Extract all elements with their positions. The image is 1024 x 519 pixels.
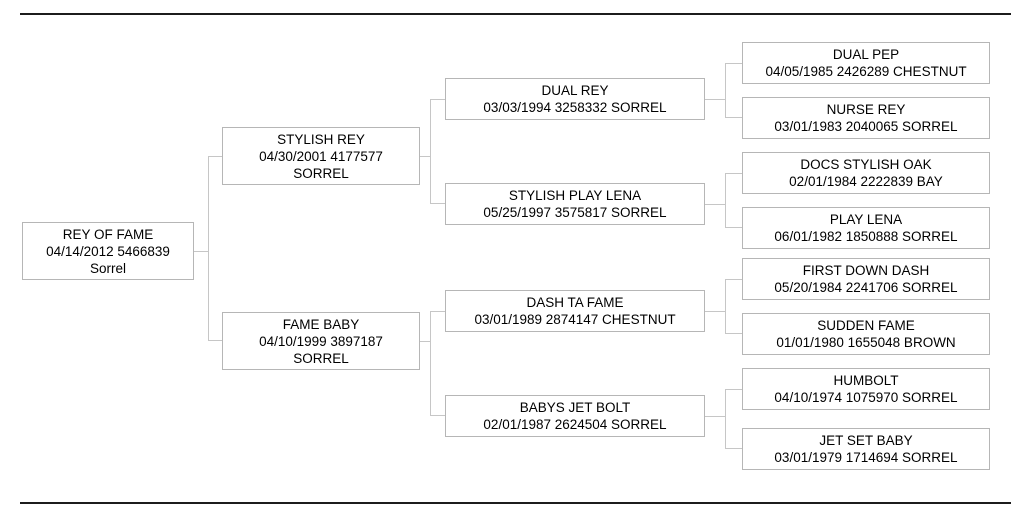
horse-name: STYLISH REY — [277, 131, 365, 147]
horse-info: 04/10/1974 1075970 SORREL — [774, 390, 958, 405]
horse-name: FIRST DOWN DASH — [802, 263, 930, 278]
horse-name: HUMBOLT — [833, 373, 899, 388]
pedigree-box-dash-ta-fame: DASH TA FAME 03/01/1989 2874147 CHESTNUT — [445, 290, 705, 332]
horse-info: 03/01/1983 2040065 SORREL — [774, 119, 958, 134]
horse-reg: 04/30/2001 4177577 — [259, 148, 383, 164]
horse-info: 03/03/1994 3258332 SORREL — [483, 100, 667, 115]
horse-color: SORREL — [293, 350, 349, 366]
horse-info: 06/01/1982 1850888 SORREL — [774, 229, 958, 244]
connector-stub-root — [194, 251, 209, 252]
connector-stub-babys-jet-bolt — [705, 416, 726, 417]
pedigree-box-sudden-fame: SUDDEN FAME 01/01/1980 1655048 BROWN — [742, 313, 990, 355]
pedigree-box-dual-pep: DUAL PEP 04/05/1985 2426289 CHESTNUT — [742, 42, 990, 84]
connector-bracket-dual-rey — [725, 63, 742, 118]
horse-name: BABYS JET BOLT — [519, 400, 631, 415]
horse-name: PLAY LENA — [829, 212, 903, 227]
connector-stub-stylish-rey — [420, 156, 431, 157]
horse-info: 02/01/1984 2222839 BAY — [789, 174, 943, 189]
horse-info: 05/25/1997 3575817 SORREL — [483, 205, 667, 220]
bottom-rule — [20, 502, 1011, 504]
pedigree-box-fame-baby: FAME BABY 04/10/1999 3897187 SORREL — [222, 312, 420, 370]
horse-name: DOCS STYLISH OAK — [800, 157, 932, 172]
pedigree-box-first-down-dash: FIRST DOWN DASH 05/20/1984 2241706 SORRE… — [742, 258, 990, 300]
horse-color: SORREL — [293, 165, 349, 181]
pedigree-box-babys-jet-bolt: BABYS JET BOLT 02/01/1987 2624504 SORREL — [445, 395, 705, 437]
pedigree-box-stylish-play-lena: STYLISH PLAY LENA 05/25/1997 3575817 SOR… — [445, 183, 705, 225]
horse-name: SUDDEN FAME — [817, 318, 915, 333]
connector-bracket-fame-baby — [430, 311, 445, 416]
horse-color: Sorrel — [89, 260, 126, 276]
horse-name: JET SET BABY — [819, 433, 913, 448]
pedigree-box-jet-set-baby: JET SET BABY 03/01/1979 1714694 SORREL — [742, 428, 990, 470]
horse-info: 05/20/1984 2241706 SORREL — [774, 280, 958, 295]
pedigree-box-docs-stylish-oak: DOCS STYLISH OAK 02/01/1984 2222839 BAY — [742, 152, 990, 194]
connector-bracket-dash-ta-fame — [725, 279, 742, 334]
pedigree-box-rey-of-fame: REY OF FAME 04/14/2012 5466839 Sorrel — [22, 222, 194, 280]
pedigree-box-play-lena: PLAY LENA 06/01/1982 1850888 SORREL — [742, 207, 990, 249]
pedigree-box-dual-rey: DUAL REY 03/03/1994 3258332 SORREL — [445, 78, 705, 120]
pedigree-box-stylish-rey: STYLISH REY 04/30/2001 4177577 SORREL — [222, 127, 420, 185]
horse-name: DUAL REY — [541, 83, 609, 98]
horse-info: 03/01/1979 1714694 SORREL — [774, 450, 958, 465]
horse-reg: 04/14/2012 5466839 — [46, 243, 170, 259]
connector-stub-dash-ta-fame — [705, 311, 726, 312]
connector-stub-fame-baby — [420, 341, 431, 342]
horse-name: STYLISH PLAY LENA — [508, 188, 642, 203]
horse-reg: 04/10/1999 3897187 — [259, 333, 383, 349]
connector-bracket-stylish-rey — [430, 99, 445, 204]
horse-name: DUAL PEP — [832, 47, 900, 62]
connector-bracket-root — [208, 156, 222, 341]
horse-info: 01/01/1980 1655048 BROWN — [776, 335, 956, 350]
horse-name: REY OF FAME — [62, 226, 154, 242]
pedigree-box-nurse-rey: NURSE REY 03/01/1983 2040065 SORREL — [742, 97, 990, 139]
horse-name: NURSE REY — [826, 102, 906, 117]
horse-name: DASH TA FAME — [526, 295, 624, 310]
horse-name: FAME BABY — [282, 316, 360, 332]
connector-bracket-stylish-play-lena — [725, 173, 742, 228]
horse-info: 03/01/1989 2874147 CHESTNUT — [474, 312, 676, 327]
horse-info: 04/05/1985 2426289 CHESTNUT — [765, 64, 967, 79]
connector-stub-stylish-play-lena — [705, 204, 726, 205]
pedigree-box-humbolt: HUMBOLT 04/10/1974 1075970 SORREL — [742, 368, 990, 410]
connector-stub-dual-rey — [705, 99, 726, 100]
top-rule — [20, 13, 1011, 15]
horse-info: 02/01/1987 2624504 SORREL — [483, 417, 667, 432]
connector-bracket-babys-jet-bolt — [725, 389, 742, 449]
